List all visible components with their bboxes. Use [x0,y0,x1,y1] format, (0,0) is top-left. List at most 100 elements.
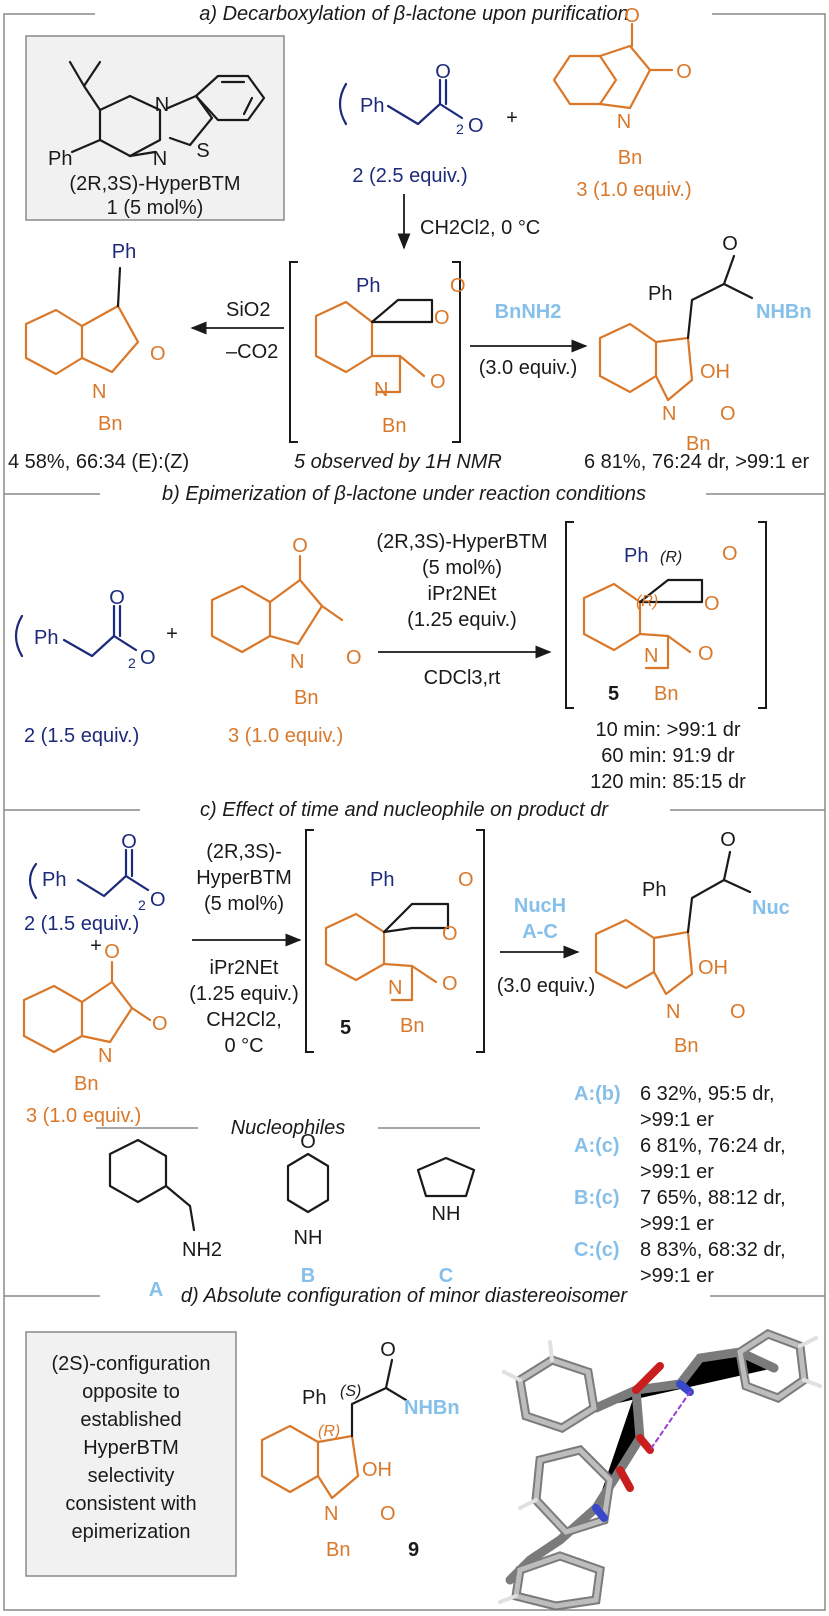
isatin-a-o1: O [624,5,640,27]
isatin-b-label: 3 (1.0 equiv.) [228,725,343,747]
bracket-b-left [565,521,574,709]
anhydride-c-label: 2 (1.5 equiv.) [24,913,139,935]
pnuc-ph: Ph [642,879,666,901]
isatin-b-bn: Bn [294,687,318,709]
lactone-a-o1: O [450,275,466,297]
lactone-b-r2: (R) [636,593,658,610]
result-4-tag: C:(c) [574,1239,620,1261]
config-note-box [25,1331,237,1577]
nuc-b-atom: NH [294,1227,323,1249]
cond-b-1: (2R,3S)-HyperBTM [376,531,547,553]
lactone-5-label: 5 observed by 1H NMR [294,451,502,473]
isatin-a-o2: O [676,61,692,83]
anhydride-a-o-top: O [435,61,451,83]
crystal-structure-image [498,1328,822,1611]
lactone-5-a [314,298,434,394]
result-3-tag: B:(c) [574,1187,620,1209]
catalyst-ph: Ph [48,148,72,170]
bracket-a-right [452,261,461,443]
c9-s: (S) [340,1383,361,1400]
nucleophile-a-structure [108,1138,196,1232]
p4-ph: Ph [112,241,136,263]
nuch-label: NucH [514,895,566,917]
c9-r: (R) [318,1423,340,1440]
bracket-c-left [305,829,314,1053]
isatin-c-bn: Bn [74,1073,98,1095]
anhydride-c-sub2: 2 [138,897,146,913]
pnuc-o2: O [730,1001,746,1023]
cond-b-4: (1.25 equiv.) [407,609,517,631]
isatin-b-o1: O [292,535,308,557]
product-4-label: 4 58%, 66:34 (E):(Z) [8,451,189,473]
lactone-a-n: N [374,379,388,401]
bnnh2-label: BnNH2 [495,301,562,323]
product-6 [598,254,754,402]
bracket-a-left [289,261,298,443]
nuc-b-o: O [300,1131,316,1153]
isatin-3-b [210,554,344,654]
anhydride-a-label: 2 (2.5 equiv.) [352,165,467,187]
isatin-b-n: N [290,651,304,673]
anhydride-2-c [28,848,150,900]
anhydride-2-a [338,78,464,126]
anhydride-c-o-top: O [121,831,137,853]
p6-ph: Ph [648,283,672,305]
pnuc-oh: OH [698,957,728,979]
note-line-4: HyperBTM [83,1437,179,1459]
isatin-a-label: 3 (1.0 equiv.) [576,179,691,201]
plus-a: + [506,107,518,129]
lactone-a-o3: O [430,371,446,393]
result-3-line1: 7 65%, 88:12 dr, [640,1187,786,1209]
cond-c-3: (5 mol%) [204,893,284,915]
lactone-c-o1: O [458,869,474,891]
isatin-c-n: N [98,1045,112,1067]
sio2-label: SiO2 [226,299,270,321]
lactone-c-o2: O [442,923,458,945]
anhydride-a-o: O [468,115,484,137]
isatin-c-o1: O [104,941,120,963]
isatin-a-n: N [617,111,631,133]
c9-oh: OH [362,1459,392,1481]
lactone-5-c [324,902,450,1002]
dr-result-2: 60 min: 91:9 dr [601,745,735,767]
cond-b-2: (5 mol%) [422,557,502,579]
result-1-line1: 6 32%, 95:5 dr, [640,1083,775,1105]
note-line-2: opposite to [82,1381,180,1403]
lactone-a-bn: Bn [382,415,406,437]
lactone-c-num: 5 [340,1017,351,1039]
anhydride-c-o: O [150,889,166,911]
catalyst-loading: 1 (5 mol%) [107,197,204,219]
nucleophiles-title: Nucleophiles [231,1117,346,1139]
lactone-b-n: N [644,645,658,667]
nuc-a-letter: A [149,1279,163,1301]
result-2-tag: A:(c) [574,1135,620,1157]
nuc-equiv: (3.0 equiv.) [497,975,596,997]
catalyst-name: (2R,3S)-HyperBTM [69,173,240,195]
nucleophile-c-structure [416,1156,476,1198]
dr-result-3: 120 min: 85:15 dr [590,771,746,793]
c9-ph: Ph [302,1387,326,1409]
cond-b-3: iPr2NEt [428,583,497,605]
bnnh2-equiv: (3.0 equiv.) [479,357,578,379]
hyperbtm-structure [68,60,266,158]
pnuc-bn: Bn [674,1035,698,1057]
result-4-line1: 8 83%, 68:32 dr, [640,1239,786,1261]
note-line-7: epimerization [72,1521,191,1543]
anhydride-b-sub2: 2 [128,655,136,671]
p6-nhbn: NHBn [756,301,812,323]
cond-b-5: CDCl3,rt [424,667,501,689]
product-6-label: 6 81%, 76:24 dr, >99:1 er [584,451,810,473]
note-line-5: selectivity [88,1465,175,1487]
c9-nhbn: NHBn [404,1397,460,1419]
section-c-title: c) Effect of time and nucleophile on pro… [200,799,609,821]
section-d-title: d) Absolute configuration of minor diast… [181,1285,628,1307]
nuc-c-atom: NH [432,1203,461,1225]
isatin-c-o2: O [152,1013,168,1035]
c9-o2: O [380,1503,396,1525]
anhydride-b-label: 2 (1.5 equiv.) [24,725,139,747]
cond-c-2: HyperBTM [196,867,292,889]
c9-o: O [380,1339,396,1361]
lactone-b-bn: Bn [654,683,678,705]
note-line-1: (2S)-configuration [52,1353,211,1375]
